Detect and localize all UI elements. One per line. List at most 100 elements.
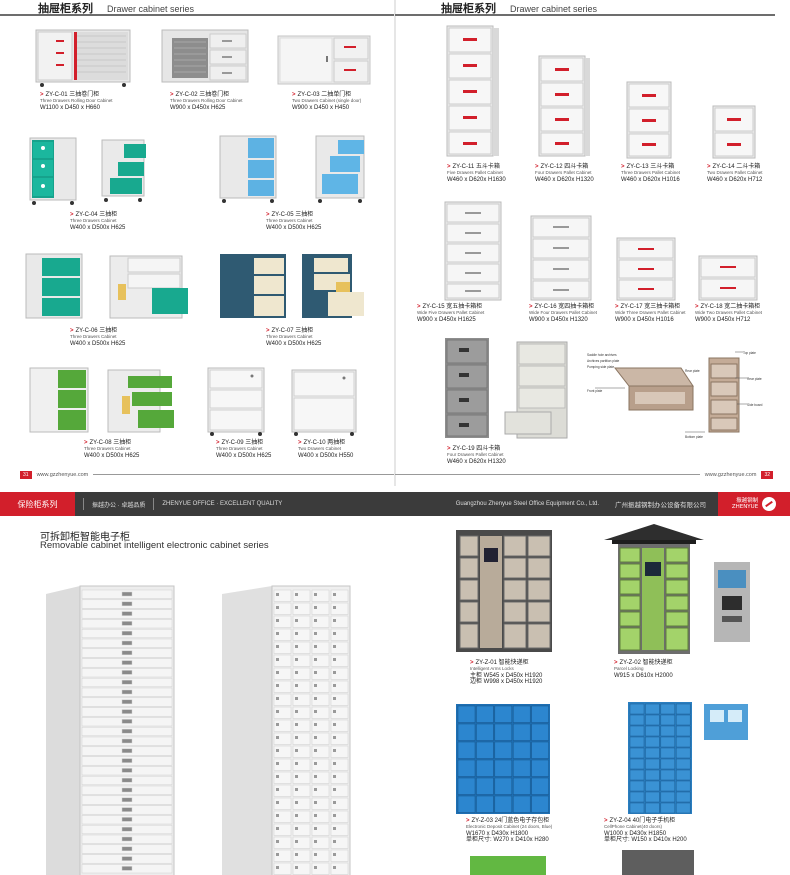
product-name-en: Two Drawers Pallet Cabinet [707,170,763,176]
product-name-en: Five Drawers Pallet Cabinet [447,170,503,176]
product-image-zy-c-08 [29,367,174,433]
product-dimensions: W400 x D500x H550 [298,452,354,459]
product-name-en: Wide Two Drawers Pallet Cabinet [695,310,762,316]
product-code: ZY-C-16 宽四抽卡箱柜 [534,304,595,310]
product-name-en: Intelligent Arms Locks [470,666,514,672]
product-dimensions: W900 x D450 x H450 [292,104,350,111]
product-dimensions: W900 x D450x H625 [170,104,226,111]
page-spine [394,0,396,486]
product-caption: >ZY-C-14 二斗卡箱 Two Drawers Pallet Cabinet… [707,164,763,183]
product-caption: >ZY-C-06 三抽柜 Three Drawers Cabinet W400 … [70,328,126,347]
logo-mark-icon [762,497,777,511]
diagram-label-side-board: Side board [747,403,763,407]
product-name-en: Wide Three Drawers Pallet Cabinet [615,310,686,316]
page-32: 抽屉柜系列 Drawer cabinet series >ZY-C-11 五斗卡… [395,0,790,486]
heading-rule [395,14,775,16]
product-dimensions: W900 x D450x H1625 [417,316,476,323]
product-code: ZY-Z-04 40门电子手机柜 [609,818,676,824]
product-image-removable-cabinet-2 [222,585,351,875]
page-31: 抽屉柜系列 Drawer cabinet series >ZY-C-01 三抽卷… [0,0,395,486]
product-code: ZY-C-01 三抽卷门柜 [45,92,100,98]
product-dimensions: W460 x D620x H1630 [447,176,506,183]
product-name-en: Three Drawers Cabinet [84,446,131,452]
product-name-en: Four Drawers Pallet Cabinet [535,170,592,176]
section-title-en: Removable cabinet intelligent electronic… [40,540,269,551]
product-code: ZY-Z-01 智能快递柜 [475,660,529,666]
product-name-en: Two Drawers Cabinet (single door) [292,98,362,104]
product-dimensions-2: 单柜尺寸: W150 x D410x H200 [604,837,687,844]
product-caption: >ZY-Z-02 智能快递柜 Parcel Locking W915 x D61… [614,660,673,679]
product-image-zy-c-02 [161,29,249,83]
product-image-removable-cabinet-1 [46,585,175,875]
banner-series-title: 保险柜系列 [0,492,75,516]
product-name-en: Electronic Deposit Cabinet (24 doors, Bl… [466,824,553,830]
product-caption: >ZY-C-13 三斗卡箱 Three Drawers Pallet Cabin… [621,164,681,183]
brand-logo: 振越钢制 ZHENYUE [718,492,790,516]
product-code: ZY-C-15 宽五抽卡箱柜 [422,304,483,310]
footer-rule [395,474,700,475]
product-name-en: Three Drawers Cabinet [266,334,313,340]
product-name-en: Three Drawers Cabinet [266,218,313,224]
product-caption: >ZY-C-16 宽四抽卡箱柜 Wide Four Drawers Pallet… [529,304,598,323]
section-title-cn: 可拆卸柜智能电子柜 [40,532,130,543]
product-caption: >ZY-C-15 宽五抽卡箱柜 Wide Five Drawers Pallet… [417,304,485,323]
section-title-cn: 抽屉柜系列 [38,2,93,15]
exploded-diagram: Saddle hole archives Archives partition … [587,351,763,439]
catalog-spread-top: 抽屉柜系列 Drawer cabinet series >ZY-C-01 三抽卷… [0,0,790,486]
product-dimensions: W400 x D500x H625 [84,452,140,459]
product-caption: >ZY-C-04 三抽柜 Three Drawers Cabinet W400 … [70,212,126,231]
logo-text-cn: 振越钢制 [736,497,759,504]
electronic-cabinet-section: 可拆卸柜智能电子柜 Removable cabinet intelligent … [0,516,790,875]
footer-url: www.gzzhenyue.com [704,471,757,478]
product-caption: >ZY-Z-04 40门电子手机柜 CellPhone Cabinet(40 d… [604,818,687,844]
product-name-en: Parcel Locking [614,666,644,672]
heading-rule [0,14,395,16]
product-image-zy-c-15 [444,201,502,301]
diagram-label-front-plate: Front plate [587,389,602,393]
product-caption: >ZY-C-10 两抽柜 Two Drawers Cabinet W400 x … [298,440,354,459]
diagram-label-rear-plate: Rear plate [685,369,700,373]
footer-rule [93,474,395,475]
product-code: ZY-C-06 三抽柜 [75,328,118,334]
product-code: ZY-C-12 四斗卡箱 [540,164,589,170]
product-image-zy-z-03 [456,704,550,814]
product-image-zy-c-16 [530,215,592,301]
product-image-phone-locker-detail [704,704,748,740]
product-image-zy-c-14 [712,105,756,159]
banner-separator [83,498,84,510]
product-caption: >ZY-C-08 三抽柜 Three Drawers Cabinet W400 … [84,440,140,459]
product-dimensions: W400 x D500x H625 [266,340,322,347]
product-code: ZY-C-08 三抽柜 [89,440,132,446]
product-image-zy-c-10 [291,369,357,436]
product-image-zy-c-03 [277,35,371,85]
product-image-zy-z-04 [628,702,692,814]
product-dimensions: W400 x D500x H625 [266,224,322,231]
page-number: 32 [761,470,773,479]
product-code: ZY-C-09 三抽柜 [221,440,264,446]
product-code: ZY-Z-03 24门蓝色电子存包柜 [471,818,550,824]
product-name-en: CellPhone Cabinet(40 doors) [604,824,663,830]
product-dimensions: 主柜 W545 x D450x H1920 [470,672,543,679]
section-title-en: Drawer cabinet series [107,4,195,14]
product-dimensions: W460 x D620x H1320 [535,176,594,183]
product-name-en: Three Drawers Rolling Door Cabinet [170,98,243,104]
product-name-en: Wide Four Drawers Pallet Cabinet [529,310,598,316]
product-image-zy-c-01 [35,29,131,87]
banner-company-en: Guangzhou Zhenyue Steel Office Equipment… [455,501,599,507]
product-caption: >ZY-C-09 三抽柜 Three Drawers Cabinet W400 … [216,440,272,459]
product-image-zy-c-09 [207,367,265,436]
product-image-zy-c-19 [445,338,568,439]
banner-slogan-cn: 振越办公 · 卓越品质 [92,502,146,509]
product-code: ZY-C-11 五斗卡箱 [452,164,500,170]
diagram-label-top-plate: Top plate [743,351,756,355]
product-image-kiosk-detail [714,562,750,642]
section-title-cn: 抽屉柜系列 [441,2,496,15]
product-name-en: Wide Five Drawers Pallet Cabinet [417,310,485,316]
product-name-en: Three Drawers Cabinet [216,446,263,452]
product-code: ZY-C-02 三抽卷门柜 [175,92,230,98]
product-caption: >ZY-C-07 三抽柜 Three Drawers Cabinet W400 … [266,328,322,347]
product-code: ZY-C-19 四斗卡箱 [452,446,501,452]
product-dimensions: W900 x D450x H712 [695,316,751,323]
product-image-zy-c-13 [626,81,672,159]
product-dimensions: W460 x D620x H712 [707,176,763,183]
